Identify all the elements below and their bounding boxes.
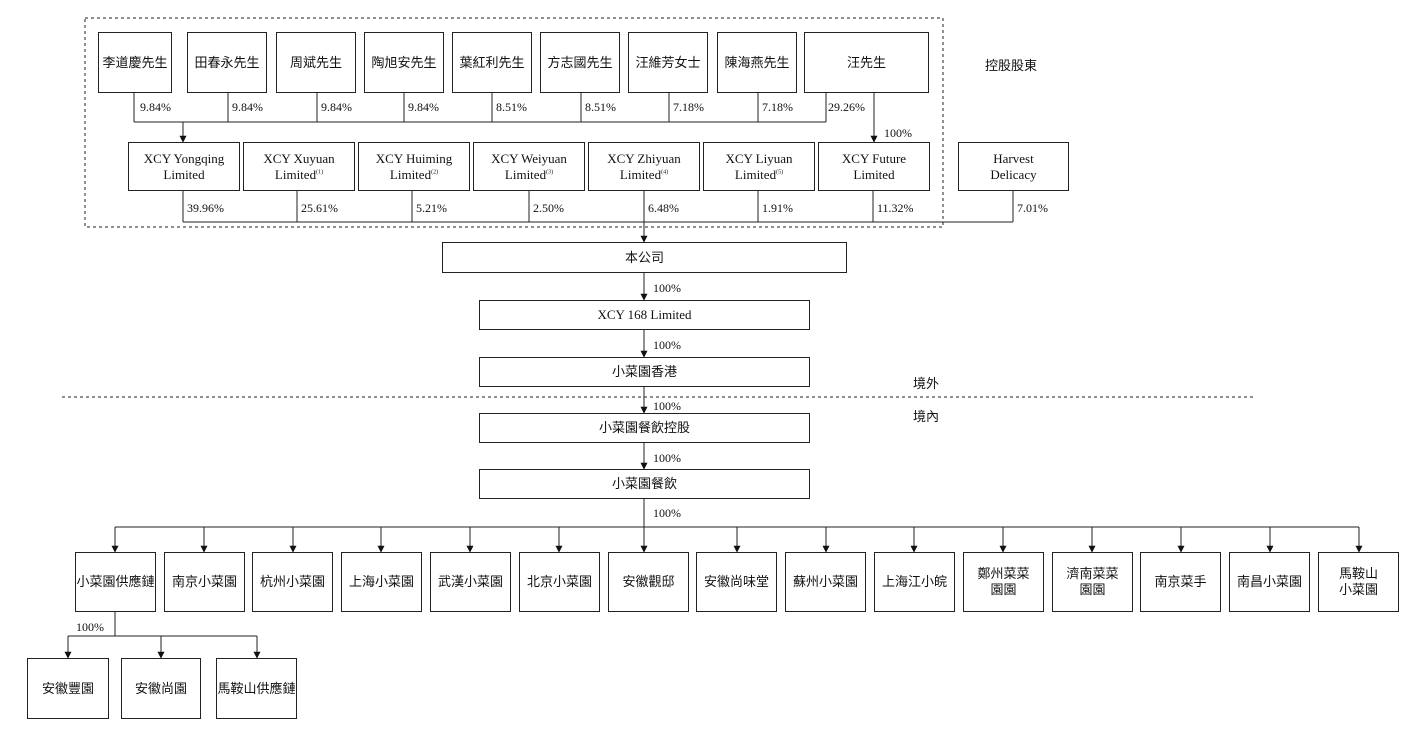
controlling-group-border (84, 17, 944, 228)
subsidiary-box: 南昌小菜園 (1229, 552, 1310, 612)
holdco-pct: 11.32% (877, 201, 914, 215)
holdco-pct: 25.61% (301, 201, 338, 215)
shareholder-pct: 7.18% (673, 100, 704, 114)
shareholder-pct: 8.51% (496, 100, 527, 114)
subsidiary-box: 杭州小菜園 (252, 552, 333, 612)
shareholder-pct: 9.84% (232, 100, 263, 114)
holdco-pct: 5.21% (416, 201, 447, 215)
shareholder-box: 汪維芳女士 (628, 32, 708, 93)
ownership-pct: 100% (653, 506, 681, 520)
shareholder-box: 方志國先生 (540, 32, 620, 93)
shareholder-box: 李道慶先生 (98, 32, 172, 93)
grandchild-box: 安徽豐園 (27, 658, 109, 719)
subsidiary-box: 武漢小菜園 (430, 552, 511, 612)
grandchild-box: 安徽尚園 (121, 658, 201, 719)
xcy168-box: XCY 168 Limited (479, 300, 810, 330)
subsidiary-box: 北京小菜園 (519, 552, 600, 612)
ownership-pct: 100% (653, 338, 681, 352)
ownership-pct: 100% (653, 451, 681, 465)
ownership-pct: 100% (653, 399, 681, 413)
company-box: 本公司 (442, 242, 847, 273)
shareholder-box: 周斌先生 (276, 32, 356, 93)
onshore-label: 境內 (913, 409, 940, 424)
shareholder-pct: 8.51% (585, 100, 616, 114)
shareholder-box: 葉紅利先生 (452, 32, 532, 93)
controlling-shareholders-label: 控股股東 (985, 58, 1038, 73)
subsidiary-box: 小菜園供應鏈 (75, 552, 156, 612)
subsidiary-box: 鄭州菜菜園園 (963, 552, 1044, 612)
shareholder-pct: 9.84% (321, 100, 352, 114)
shareholder-pct: 29.26% (828, 100, 865, 114)
catering-holding-box: 小菜園餐飲控股 (479, 413, 810, 443)
subsidiary-box: 安徽尚味堂 (696, 552, 777, 612)
shareholder-box-mr-wang: 汪先生 (804, 32, 929, 93)
grandchild-box: 馬鞍山供應鏈 (216, 658, 297, 719)
holdco-pct: 6.48% (648, 201, 679, 215)
shareholder-pct: 9.84% (140, 100, 171, 114)
shareholder-box: 陳海燕先生 (717, 32, 797, 93)
shareholder-pct: 7.18% (762, 100, 793, 114)
hk-box: 小菜園香港 (479, 357, 810, 387)
subsidiary-box: 南京菜手 (1140, 552, 1221, 612)
shareholder-box: 陶旭安先生 (364, 32, 444, 93)
subsidiary-box: 馬鞍山小菜園 (1318, 552, 1399, 612)
shareholder-box: 田春永先生 (187, 32, 267, 93)
subsidiary-box: 安徽觀邸 (608, 552, 689, 612)
subsidiary-box: 上海小菜園 (341, 552, 422, 612)
shareholder-pct: 9.84% (408, 100, 439, 114)
supply-chain-ownership-pct: 100% (76, 620, 104, 634)
subsidiary-box: 南京小菜園 (164, 552, 245, 612)
offshore-label: 境外 (913, 376, 940, 391)
subsidiary-box: 濟南菜菜園園 (1052, 552, 1133, 612)
holdco-pct: 39.96% (187, 201, 224, 215)
holdco-pct: 2.50% (533, 201, 564, 215)
holdco-pct: 7.01% (1017, 201, 1048, 215)
subsidiary-box: 上海江小皖 (874, 552, 955, 612)
future-pct: 100% (884, 126, 912, 140)
catering-box: 小菜園餐飲 (479, 469, 810, 499)
holdco-pct: 1.91% (762, 201, 793, 215)
subsidiary-box: 蘇州小菜園 (785, 552, 866, 612)
ownership-pct: 100% (653, 281, 681, 295)
